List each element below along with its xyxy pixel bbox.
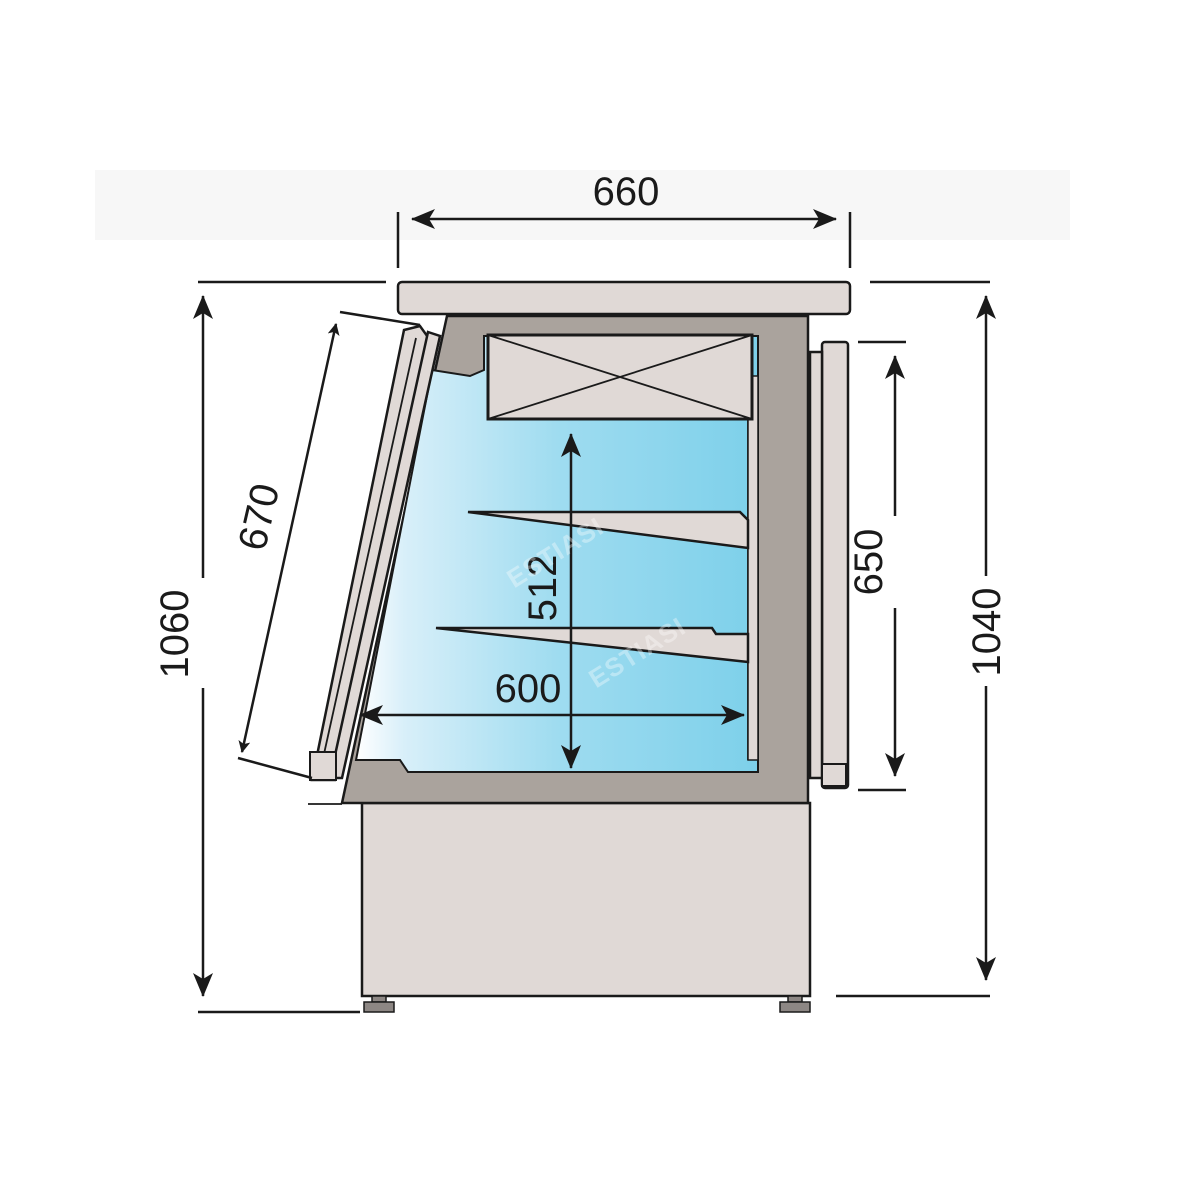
inner-height-label: 512	[521, 555, 565, 622]
front-glass	[308, 324, 442, 805]
door-height-label: 650	[847, 529, 891, 596]
glass-length-arrow	[238, 323, 340, 753]
extension-lines	[198, 212, 990, 1014]
header-band	[95, 170, 1070, 240]
lower-shelf	[435, 626, 750, 664]
right-foot	[779, 995, 811, 1013]
rear-door	[808, 340, 850, 790]
upper-shelf	[467, 510, 750, 550]
total-height-label: 1060	[153, 590, 197, 679]
rear-height-label: 1040	[965, 588, 1009, 677]
glass-length-label: 670	[230, 480, 288, 555]
evaporator-unit	[486, 333, 754, 421]
rear-duct	[747, 375, 759, 761]
top-plate	[396, 280, 852, 316]
top-width-label: 660	[593, 170, 660, 214]
base-cabinet	[360, 801, 812, 998]
left-foot	[363, 995, 395, 1013]
inner-depth-label: 600	[495, 667, 562, 711]
